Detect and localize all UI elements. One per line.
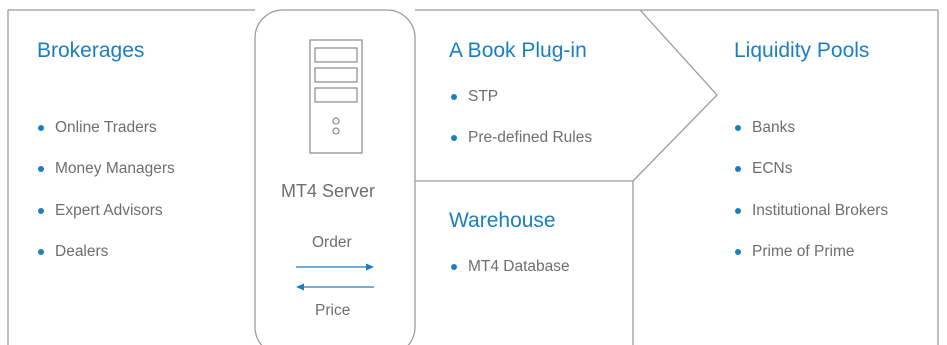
- a-book-list: STP Pre-defined Rules: [450, 87, 592, 148]
- server-label: MT4 Server: [281, 181, 376, 201]
- list-item: Dealers: [37, 242, 175, 262]
- bullet-icon: [38, 249, 44, 255]
- price-label: Price: [315, 302, 351, 319]
- order-arrow-icon: [296, 263, 374, 271]
- bullet-icon: [451, 94, 457, 100]
- bullet-icon: [735, 208, 741, 214]
- a-book-chevron-line: [415, 9, 718, 182]
- list-item: Prime of Prime: [734, 242, 888, 262]
- list-item: ECNs: [734, 159, 888, 179]
- bullet-icon: [735, 166, 741, 172]
- warehouse-list: MT4 Database: [450, 257, 570, 277]
- liquidity-list: Banks ECNs Institutional Brokers Prime o…: [734, 118, 888, 262]
- warehouse-title: Warehouse: [449, 209, 556, 232]
- server-tower-icon: [309, 39, 363, 154]
- bullet-icon: [38, 166, 44, 172]
- brokerages-title: Brokerages: [37, 39, 145, 62]
- order-label: Order: [312, 234, 352, 251]
- bullet-icon: [735, 125, 741, 131]
- a-book-title: A Book Plug-in: [449, 39, 587, 62]
- list-item: Expert Advisors: [37, 201, 175, 221]
- bullet-icon: [451, 135, 457, 141]
- bullet-icon: [451, 264, 457, 270]
- list-item: Online Traders: [37, 118, 175, 138]
- list-item: Institutional Brokers: [734, 201, 888, 221]
- list-item: MT4 Database: [450, 257, 570, 277]
- brokerages-list: Online Traders Money Managers Expert Adv…: [37, 118, 175, 262]
- server-box: [254, 9, 416, 345]
- list-item: Pre-defined Rules: [450, 128, 592, 148]
- list-item: STP: [450, 87, 592, 107]
- list-item: Banks: [734, 118, 888, 138]
- bullet-icon: [38, 125, 44, 131]
- bullet-icon: [735, 249, 741, 255]
- bullet-icon: [38, 208, 44, 214]
- liquidity-title: Liquidity Pools: [734, 39, 870, 62]
- list-item: Money Managers: [37, 159, 175, 179]
- price-arrow-icon: [296, 283, 374, 291]
